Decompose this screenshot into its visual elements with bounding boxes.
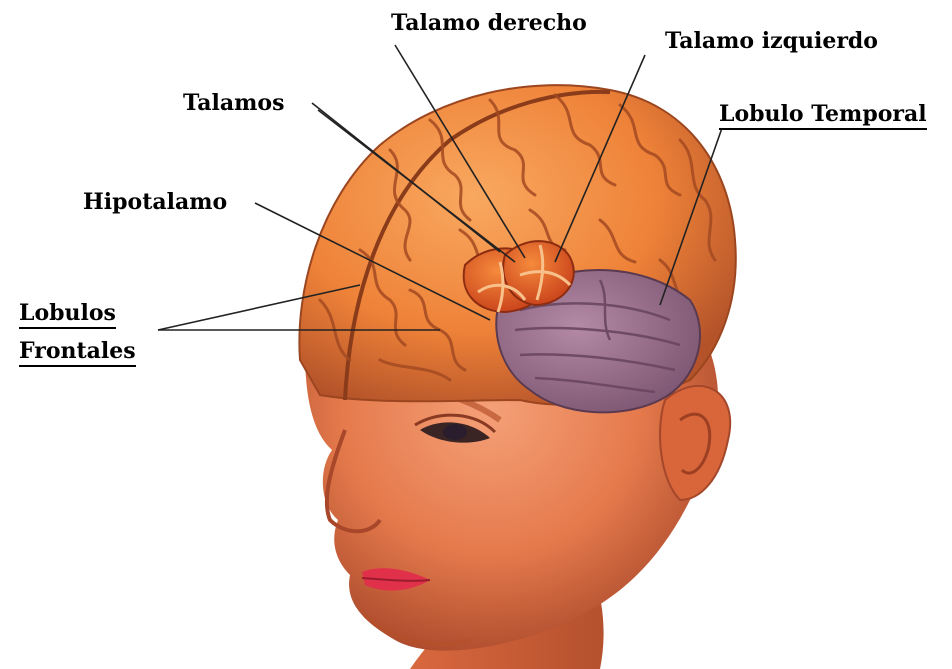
label-lobulos: Lobulos xyxy=(19,302,116,329)
ear xyxy=(660,386,730,500)
label-lobulo-temporal: Lobulo Temporal xyxy=(719,103,927,130)
label-frontales: Frontales xyxy=(19,340,136,367)
label-talamo-derecho: Talamo derecho xyxy=(391,12,587,34)
label-talamo-izquierdo: Talamo izquierdo xyxy=(665,30,878,52)
label-talamos: Talamos xyxy=(183,92,284,114)
label-hipotalamo: Hipotalamo xyxy=(83,191,227,213)
